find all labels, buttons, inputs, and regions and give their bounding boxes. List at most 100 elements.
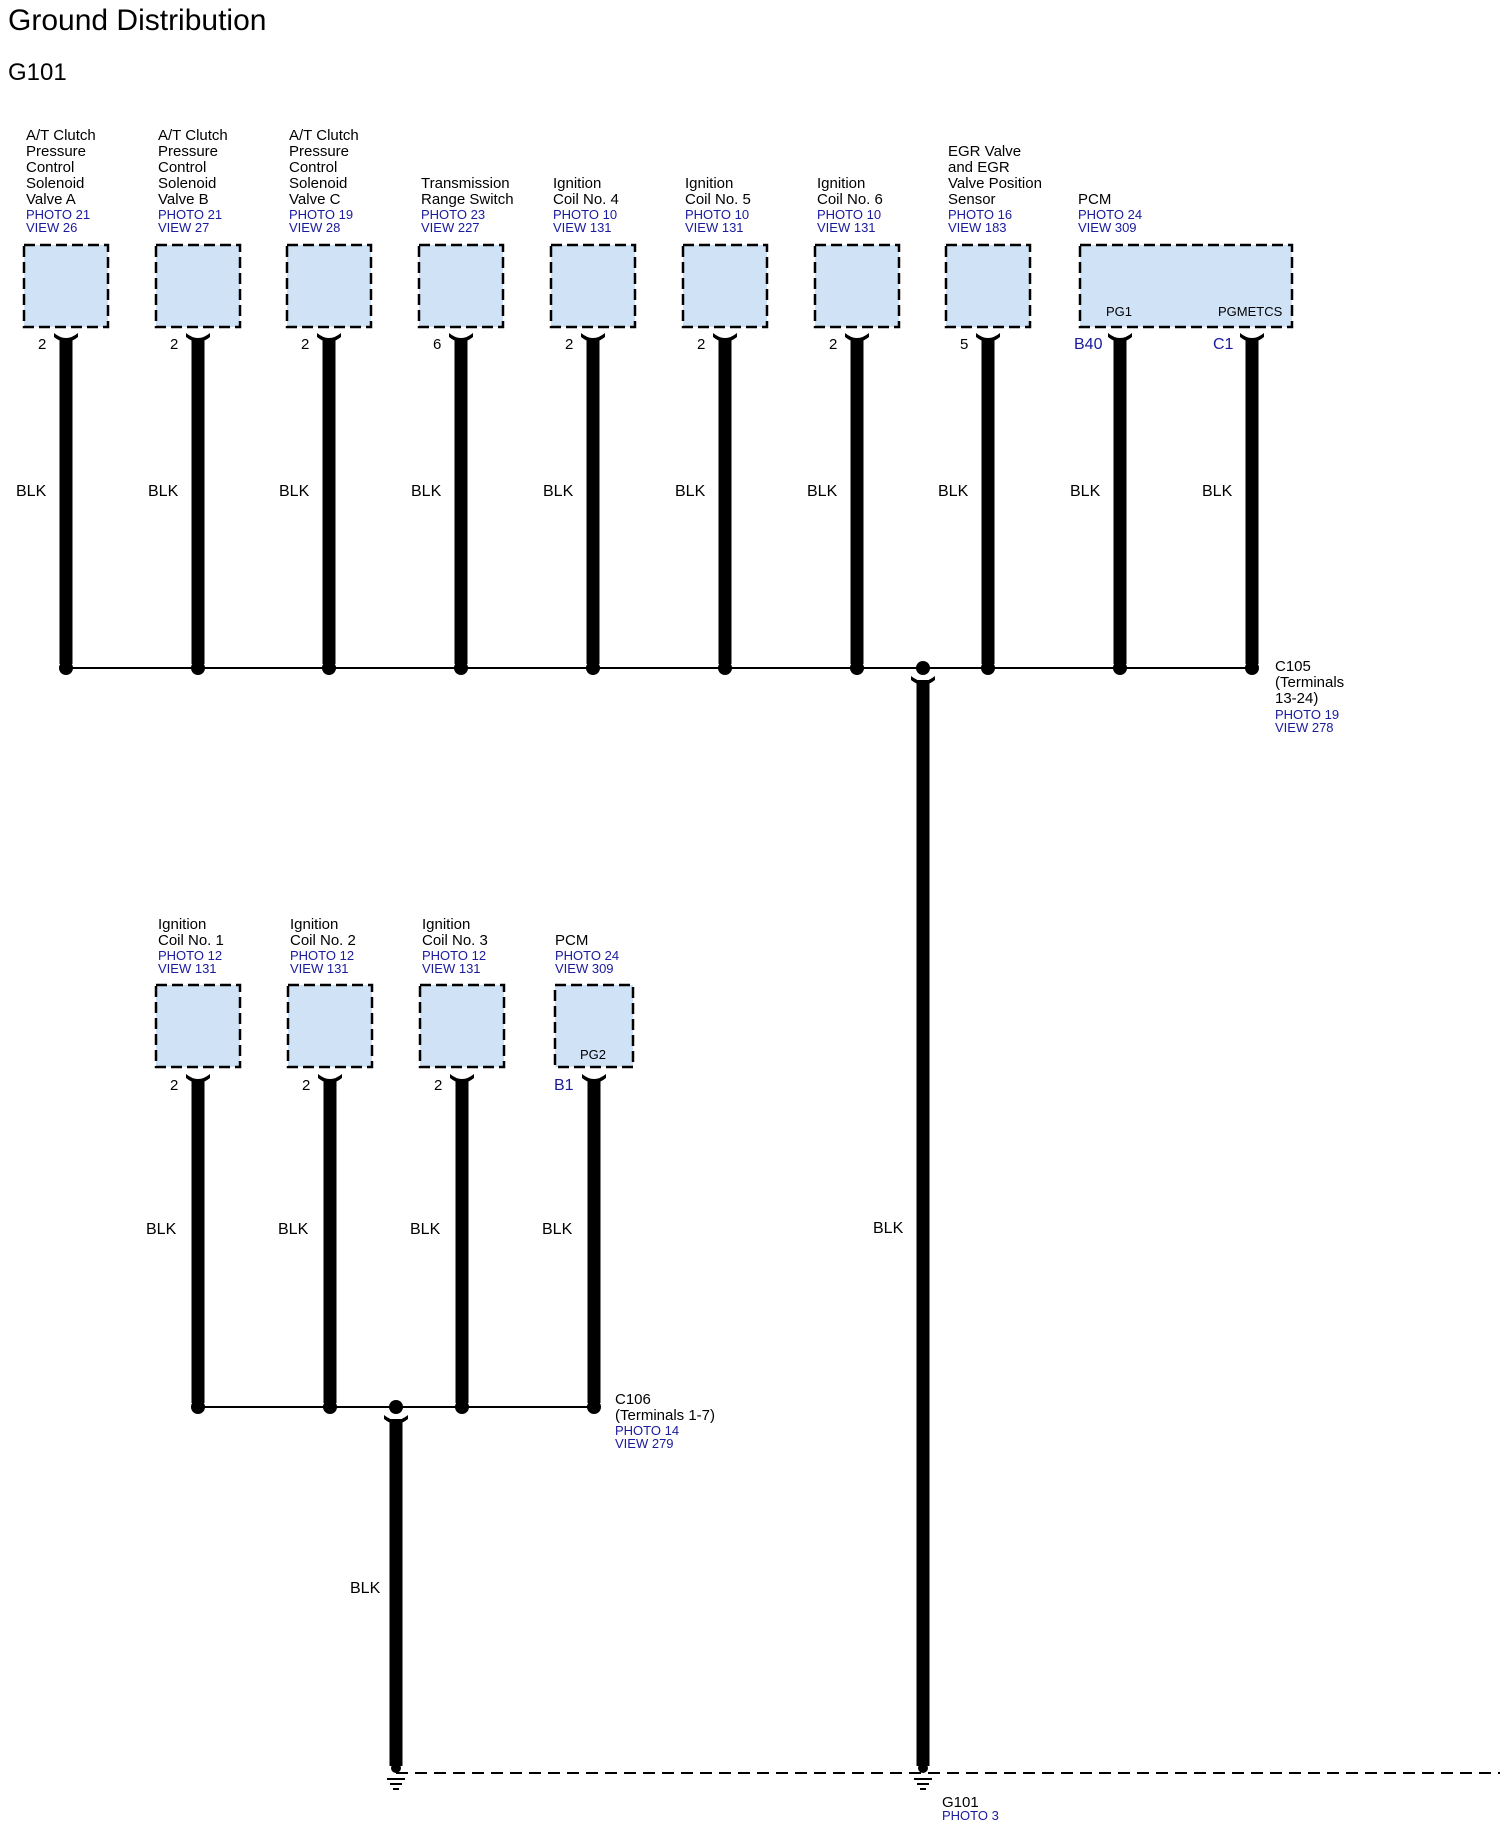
bottom-component-3-photo: PHOTO 12	[422, 948, 486, 963]
top-component-1-name: Valve A	[26, 191, 76, 208]
top-component-7-name: Ignition	[817, 175, 865, 192]
top-component-1-connector-box	[22, 243, 110, 329]
c106-detail: (Terminals 1-7)	[615, 1407, 715, 1424]
c105-detail: 13-24)	[1275, 690, 1318, 707]
top-component-1-name: A/T Clutch	[26, 127, 96, 144]
top-component-2-terminal-cap	[186, 333, 210, 342]
top-component-1-wire-color: BLK	[16, 483, 47, 500]
top-component-8-pin: 5	[960, 336, 968, 353]
top-component-2-name: Valve B	[158, 191, 209, 208]
bottom-component-2-name: Coil No. 2	[290, 932, 356, 949]
bottom-component-2-terminal-cap	[318, 1074, 342, 1083]
top-component-2-name: Control	[158, 159, 206, 176]
top-component-3-name: Solenoid	[289, 175, 347, 192]
bottom-pcm-wire-color: BLK	[542, 1221, 573, 1238]
top-component-6-connector-box	[681, 243, 769, 329]
bottom-pcm-terminal-cap	[582, 1074, 606, 1083]
bottom-component-3-view: VIEW 131	[422, 961, 481, 976]
c105-splice-10	[1245, 661, 1259, 675]
top-component-3-pin: 2	[301, 336, 309, 353]
ground-symbol-1-node	[391, 1763, 401, 1773]
top-component-2-wire-color: BLK	[148, 483, 179, 500]
top-component-2-name: Pressure	[158, 143, 218, 160]
top-pcm-photo: PHOTO 24	[1078, 207, 1142, 222]
c105-name: C105	[1275, 658, 1311, 675]
bottom-component-3-name: Coil No. 3	[422, 932, 488, 949]
bottom-component-1-name: Coil No. 1	[158, 932, 224, 949]
top-component-3-name: Pressure	[289, 143, 349, 160]
page-title: Ground Distribution	[8, 4, 266, 37]
top-component-5-terminal-cap	[581, 333, 605, 342]
top-component-3-connector-box	[285, 243, 373, 329]
bottom-pcm-view: VIEW 309	[555, 961, 614, 976]
top-pcm-terminal-2-terminal-cap	[1240, 333, 1264, 342]
c105-detail: (Terminals	[1275, 674, 1344, 691]
top-component-4-photo: PHOTO 23	[421, 207, 485, 222]
top-pcm-terminal-1-terminal-cap	[1108, 333, 1132, 342]
top-component-4-connector-box	[417, 243, 505, 329]
top-component-6-view: VIEW 131	[685, 220, 744, 235]
top-component-8-name: Sensor	[948, 191, 996, 208]
top-component-2-pin: 2	[170, 336, 178, 353]
bottom-component-1-view: VIEW 131	[158, 961, 217, 976]
top-component-2-connector-box	[154, 243, 242, 329]
bottom-component-2-photo: PHOTO 12	[290, 948, 354, 963]
bottom-component-3-connector-box	[418, 983, 506, 1069]
top-component-2-name: Solenoid	[158, 175, 216, 192]
bottom-component-1-connector-box	[154, 983, 242, 1069]
top-component-4-wire-color: BLK	[411, 483, 442, 500]
bottom-component-1-pin: 2	[170, 1077, 178, 1094]
top-component-6-terminal-cap	[713, 333, 737, 342]
top-component-3-photo: PHOTO 19	[289, 207, 353, 222]
top-component-6-pin: 2	[697, 336, 705, 353]
top-component-8-connector-box	[944, 243, 1032, 329]
top-pcm-terminal-2-pin: C1	[1213, 336, 1234, 353]
c106-splice-1	[191, 1400, 205, 1414]
c106-splice-2	[323, 1400, 337, 1414]
c105-splice-3	[322, 661, 336, 675]
top-component-5-photo: PHOTO 10	[553, 207, 617, 222]
top-component-7-pin: 2	[829, 336, 837, 353]
top-component-3-name: Control	[289, 159, 337, 176]
top-component-4-view: VIEW 227	[421, 220, 480, 235]
top-component-5-name: Coil No. 4	[553, 191, 619, 208]
c106-trunk-splice	[389, 1400, 403, 1414]
top-component-2-view: VIEW 27	[158, 220, 209, 235]
ground-name: G101	[942, 1794, 979, 1811]
bottom-component-2-wire-color: BLK	[278, 1221, 309, 1238]
top-pcm-terminal-1-wire-color: BLK	[1070, 483, 1101, 500]
top-component-7-view: VIEW 131	[817, 220, 876, 235]
top-component-1-name: Solenoid	[26, 175, 84, 192]
top-component-8-wire-color: BLK	[938, 483, 969, 500]
top-component-4-pin: 6	[433, 336, 441, 353]
top-component-6-photo: PHOTO 10	[685, 207, 749, 222]
top-pcm-view: VIEW 309	[1078, 220, 1137, 235]
bottom-component-2-pin: 2	[302, 1077, 310, 1094]
c106-splice-4	[587, 1400, 601, 1414]
top-component-1-terminal-cap	[54, 333, 78, 342]
c105-splice-5	[586, 661, 600, 675]
c105-splice-9	[1113, 661, 1127, 675]
bottom-pcm-name: PCM	[555, 932, 588, 949]
top-component-1-photo: PHOTO 21	[26, 207, 90, 222]
top-pcm-terminal-2-label: PGMETCS	[1218, 304, 1283, 319]
top-component-1-pin: 2	[38, 336, 46, 353]
top-component-6-name: Ignition	[685, 175, 733, 192]
top-component-1-view: VIEW 26	[26, 220, 77, 235]
top-component-4-name: Range Switch	[421, 191, 514, 208]
bottom-pcm-photo: PHOTO 24	[555, 948, 619, 963]
top-component-6-name: Coil No. 5	[685, 191, 751, 208]
c105-trunk-splice	[916, 661, 930, 675]
c105-splice-1	[59, 661, 73, 675]
top-component-5-pin: 2	[565, 336, 573, 353]
c106-splice-3	[455, 1400, 469, 1414]
top-component-3-wire-color: BLK	[279, 483, 310, 500]
top-component-3-terminal-cap	[317, 333, 341, 342]
top-component-8-view: VIEW 183	[948, 220, 1007, 235]
page-subtitle: G101	[8, 59, 67, 86]
c105-splice-4	[454, 661, 468, 675]
c105-photo: PHOTO 19	[1275, 707, 1339, 722]
c106-photo: PHOTO 14	[615, 1423, 679, 1438]
bottom-pcm-terminal-label: PG2	[580, 1047, 606, 1062]
